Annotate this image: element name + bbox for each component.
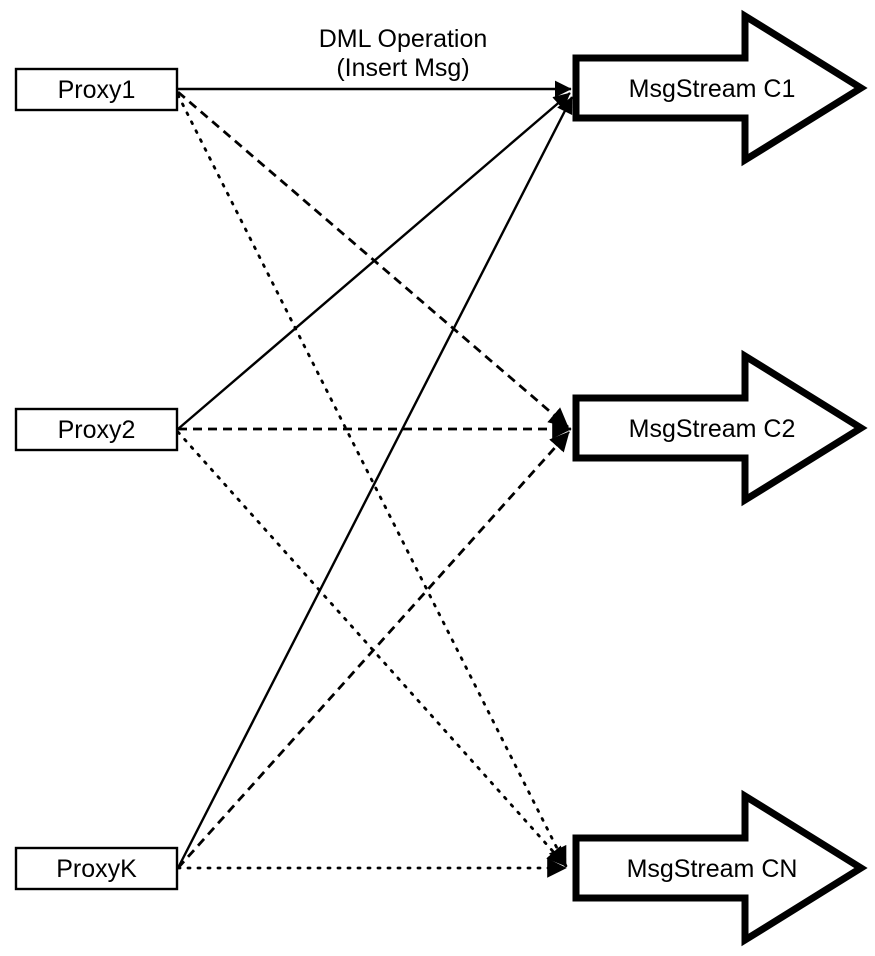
msgstream-cn-arrow-shape[interactable] xyxy=(572,789,868,947)
proxy2-label: Proxy2 xyxy=(58,416,136,444)
edge-proxy2-to-c1 xyxy=(177,92,571,430)
msgstream-c2-arrow-shape[interactable] xyxy=(572,349,868,507)
edge-group-proxyk xyxy=(176,96,574,878)
edge-caption-line1: DML Operation xyxy=(319,25,488,53)
proxy1-label: Proxy1 xyxy=(58,76,136,104)
edge-proxy1-to-c2 xyxy=(177,90,569,429)
msgstream-c2-label: MsgStream C2 xyxy=(629,415,796,443)
edge-caption-dml-operation: DML Operation (Insert Msg) xyxy=(319,25,488,82)
edge-caption-line2: (Insert Msg) xyxy=(336,54,469,82)
proxyk-box[interactable] xyxy=(14,846,179,891)
edge-group-proxy2 xyxy=(176,92,572,868)
node-proxyk[interactable]: ProxyK xyxy=(14,846,179,891)
proxy2-box[interactable] xyxy=(14,407,179,452)
edge-proxy2-to-cn xyxy=(176,430,568,868)
msgstream-c1-arrow-shape[interactable] xyxy=(572,9,868,167)
node-msgstream-c2[interactable]: MsgStream C2 xyxy=(572,349,868,507)
node-proxy1[interactable]: Proxy1 xyxy=(14,67,179,112)
proxy1-box[interactable] xyxy=(14,67,179,112)
edge-proxyk-to-c2 xyxy=(176,431,571,869)
node-msgstream-cn[interactable]: MsgStream CN xyxy=(572,789,868,947)
proxyk-label: ProxyK xyxy=(56,855,137,883)
node-msgstream-c1[interactable]: MsgStream C1 xyxy=(572,9,868,167)
edge-proxyk-to-c1 xyxy=(176,96,574,869)
edge-group-proxy1 xyxy=(176,80,572,868)
edge-proxy1-to-cn xyxy=(176,93,568,868)
msgstream-c1-label: MsgStream C1 xyxy=(629,75,796,103)
node-proxy2[interactable]: Proxy2 xyxy=(14,407,179,452)
msgstream-cn-label: MsgStream CN xyxy=(627,855,798,883)
